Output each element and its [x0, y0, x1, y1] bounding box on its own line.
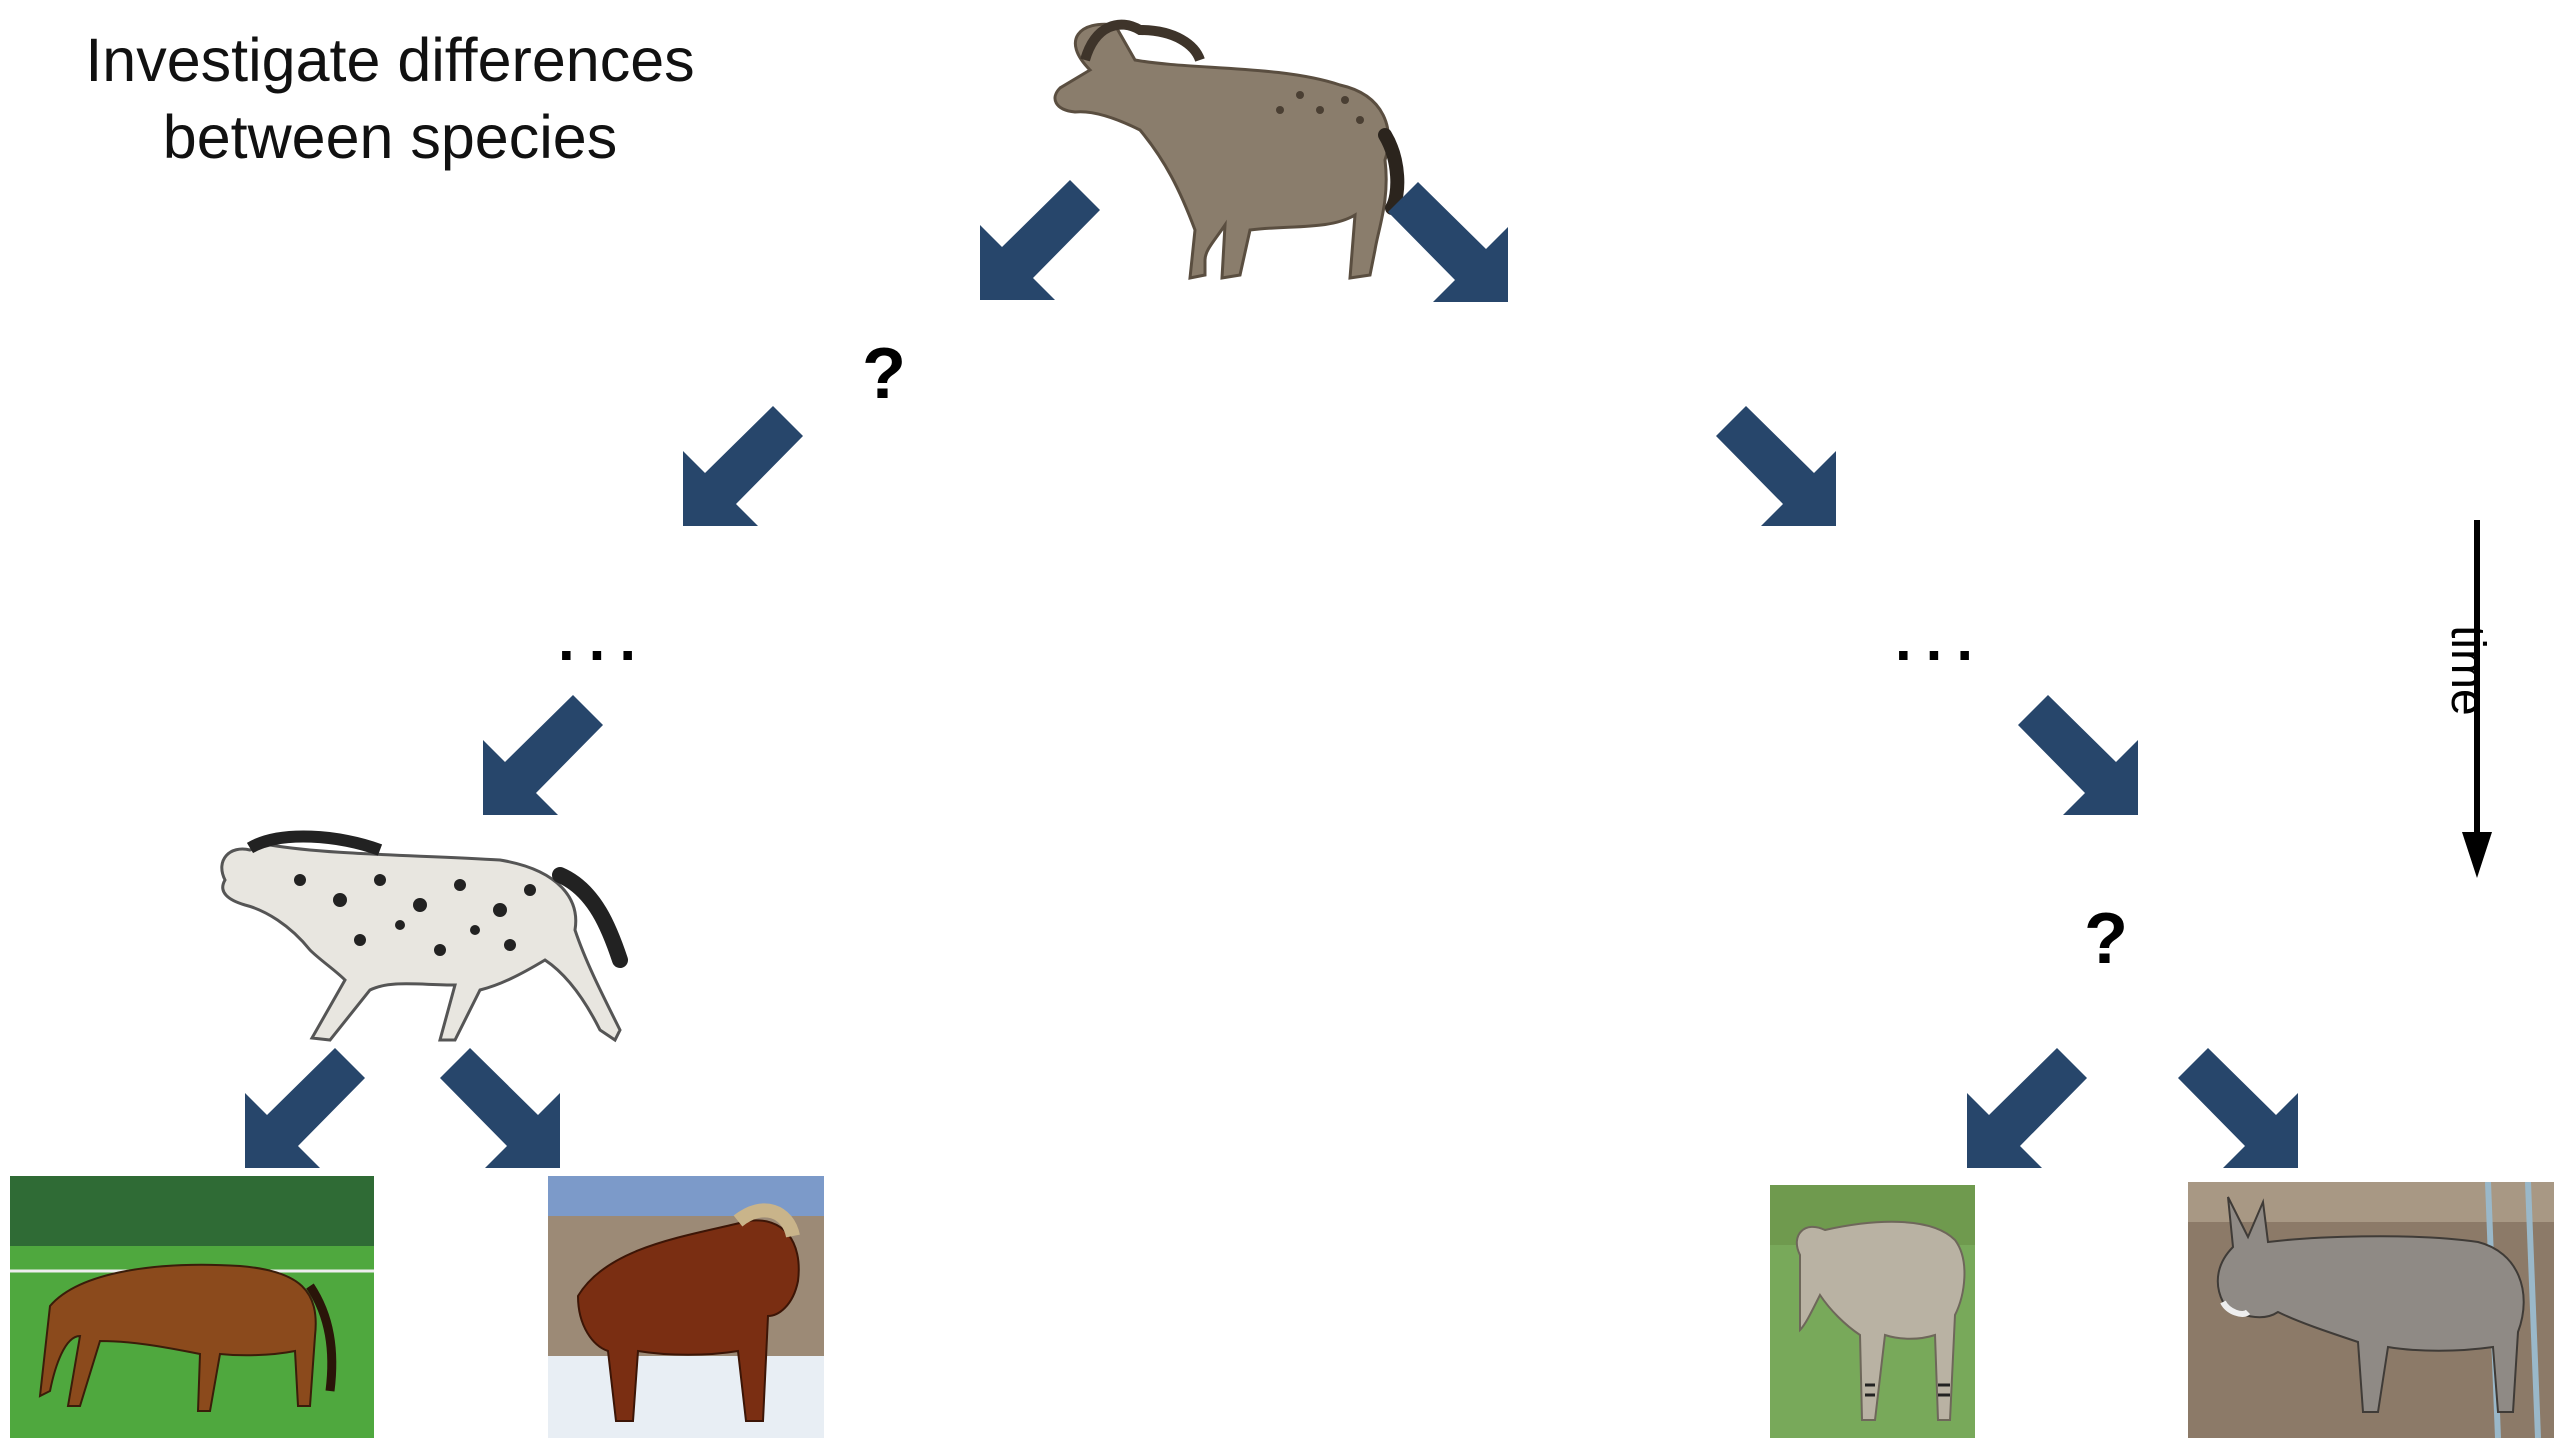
question-mark-right: ?	[2084, 899, 2128, 979]
time-arrow	[2462, 520, 2492, 878]
time-label: time	[2441, 625, 2494, 716]
title-line-1: Investigate differences	[85, 26, 695, 94]
arrow-left-level3	[483, 695, 603, 815]
spotted-horse-illustration	[220, 830, 628, 1043]
arrow-top-right	[1388, 182, 1508, 302]
pony-photo	[548, 1176, 824, 1438]
arrow-to-donkey-photo	[2178, 1048, 2298, 1168]
arrow-to-pony-photo	[440, 1048, 560, 1168]
ellipsis-left: ...	[558, 606, 651, 673]
wild-ass-photo	[1770, 1185, 1975, 1438]
question-mark-left: ?	[862, 334, 906, 414]
arrow-to-horse-photo	[245, 1048, 365, 1168]
arrow-right-level3	[2018, 695, 2138, 815]
diagram-title: Investigate differences between species	[40, 22, 740, 176]
horse-photo	[10, 1176, 374, 1438]
title-line-2: between species	[162, 103, 618, 171]
ancestral-horse-illustration	[1053, 19, 1405, 280]
arrow-right-level2	[1716, 406, 1836, 526]
arrow-to-wild-ass-photo	[1967, 1048, 2087, 1168]
ellipsis-right: ...	[1895, 606, 1988, 673]
donkey-photo	[2188, 1182, 2554, 1438]
arrow-left-level2	[683, 406, 803, 526]
arrow-top-left	[980, 180, 1100, 300]
